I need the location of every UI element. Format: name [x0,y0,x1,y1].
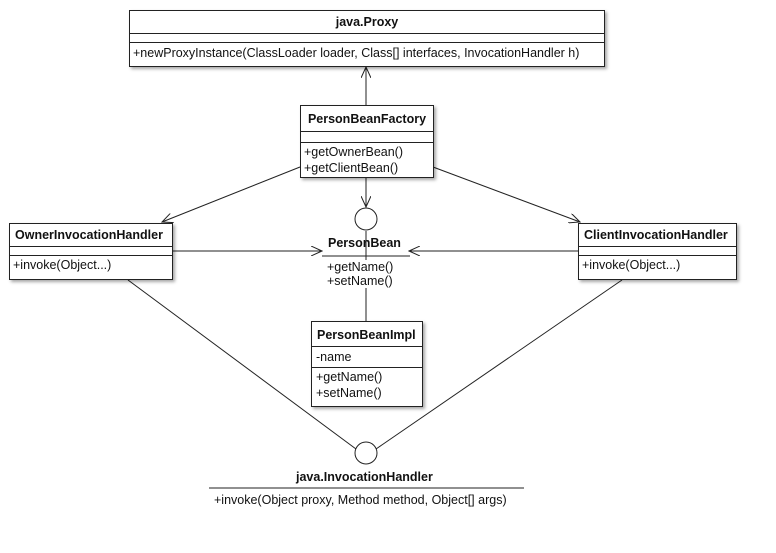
client-handler-class-box: ClientInvocationHandler +invoke(Object..… [578,223,737,280]
factory-class-box: PersonBeanFactory +getOwnerBean() +getCl… [300,105,434,178]
owner-handler-class-box: OwnerInvocationHandler +invoke(Object...… [9,223,173,280]
invocationhandler-interface-name: java.InvocationHandler [296,470,433,484]
personbeanimpl-class-box: PersonBeanImpl -name +getName() +setName… [311,321,423,407]
personbeanimpl-class-name: PersonBeanImpl [317,328,416,342]
owner-handler-method: +invoke(Object...) [13,258,112,272]
personbean-method-setname: +setName() [327,274,393,288]
proxy-class-box: java.Proxy +newProxyInstance(ClassLoader… [129,10,605,67]
personbeanimpl-method-getname: +getName() [316,370,383,384]
client-to-invocationhandler-line [375,279,623,450]
personbean-interface-name: PersonBean [328,236,401,250]
owner-to-invocationhandler-line [127,279,357,450]
invocationhandler-method: +invoke(Object proxy, Method method, Obj… [214,493,507,507]
factory-method-client: +getClientBean() [304,161,399,175]
proxy-method: +newProxyInstance(ClassLoader loader, Cl… [133,46,580,60]
personbeanimpl-attribute: -name [316,350,352,364]
factory-to-owner-arrow [162,166,301,222]
client-handler-method: +invoke(Object...) [582,258,681,272]
personbeanimpl-method-setname: +setName() [316,386,382,400]
personbean-interface-icon [354,207,378,231]
owner-handler-class-name: OwnerInvocationHandler [15,228,163,242]
factory-method-owner: +getOwnerBean() [304,145,404,159]
factory-to-client-arrow [432,166,580,222]
personbean-interface-methods: +getName() +setName() [327,260,394,288]
invocationhandler-interface-icon [354,441,378,465]
factory-class-name: PersonBeanFactory [307,112,427,126]
client-handler-class-name: ClientInvocationHandler [584,228,728,242]
personbean-method-getname: +getName() [327,260,394,274]
proxy-class-name: java.Proxy [335,15,399,29]
